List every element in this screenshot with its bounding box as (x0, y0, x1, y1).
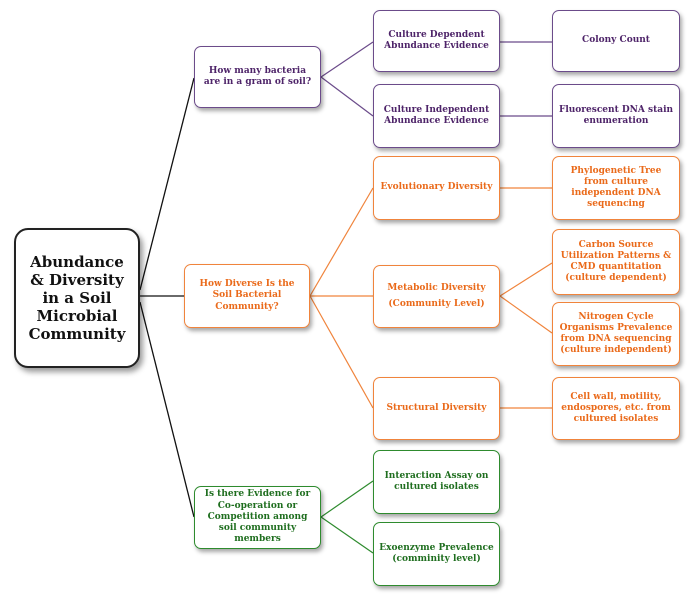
culture-dependent-node: Culture Dependent Abundance Evidence (373, 10, 500, 72)
metabolic-diversity-sublabel: (Community Level) (388, 298, 485, 309)
fluorescent-dna-node: Fluorescent DNA stain enumeration (552, 84, 680, 148)
connector-root-q1 (139, 77, 195, 291)
structural-diversity-node: Structural Diversity (373, 377, 500, 440)
structural-diversity-label: Structural Diversity (386, 402, 487, 413)
question-abundance-node: How many bacteria are in a gram of soil? (194, 46, 321, 108)
nitrogen-cycle-label: Nitrogen Cycle Organisms Prevalence from… (559, 311, 673, 356)
phylogenetic-tree-node: Phylogenetic Tree from culture independe… (552, 156, 680, 220)
metabolic-diversity-node: Metabolic Diversity (Community Level) (373, 265, 500, 328)
culture-independent-node: Culture Independent Abundance Evidence (373, 84, 500, 148)
connector-root-q3 (139, 301, 195, 518)
root-label: Abundance & Diversity in a Soil Microbia… (28, 253, 126, 343)
orange-connectors (309, 187, 553, 409)
colony-count-label: Colony Count (582, 35, 650, 46)
interaction-assay-node: Interaction Assay on cultured isolates (373, 450, 500, 514)
colony-count-node: Colony Count (552, 10, 680, 72)
phylogenetic-tree-label: Phylogenetic Tree from culture independe… (570, 165, 662, 210)
carbon-source-label: Carbon Source Utilization Patterns & CMD… (560, 239, 672, 284)
question-cooperation-label: Is there Evidence for Co-operation or Co… (204, 489, 311, 545)
green-connectors (320, 480, 374, 554)
culture-dependent-label: Culture Dependent Abundance Evidence (384, 29, 489, 51)
purple-connectors (320, 41, 552, 117)
evolutionary-diversity-node: Evolutionary Diversity (373, 156, 500, 220)
nitrogen-cycle-node: Nitrogen Cycle Organisms Prevalence from… (552, 302, 680, 366)
culture-independent-label: Culture Independent Abundance Evidence (383, 104, 490, 126)
root-connectors (139, 77, 195, 518)
question-diversity-label: How Diverse Is the Soil Bacterial Commun… (199, 279, 295, 312)
interaction-assay-label: Interaction Assay on cultured isolates (384, 470, 489, 492)
evolutionary-diversity-label: Evolutionary Diversity (380, 182, 493, 193)
carbon-source-node: Carbon Source Utilization Patterns & CMD… (552, 229, 680, 295)
question-diversity-node: How Diverse Is the Soil Bacterial Commun… (184, 264, 310, 328)
question-cooperation-node: Is there Evidence for Co-operation or Co… (194, 486, 321, 549)
fluorescent-dna-label: Fluorescent DNA stain enumeration (558, 104, 674, 126)
root-node: Abundance & Diversity in a Soil Microbia… (14, 228, 140, 368)
exoenzyme-label: Exoenzyme Prevalence (comminity level) (379, 542, 494, 564)
cell-wall-label: Cell wall, motility, endospores, etc. fr… (561, 391, 671, 425)
question-abundance-label: How many bacteria are in a gram of soil? (203, 65, 312, 87)
metabolic-diversity-label: Metabolic Diversity (387, 283, 486, 294)
exoenzyme-node: Exoenzyme Prevalence (comminity level) (373, 522, 500, 586)
cell-wall-node: Cell wall, motility, endospores, etc. fr… (552, 377, 680, 440)
